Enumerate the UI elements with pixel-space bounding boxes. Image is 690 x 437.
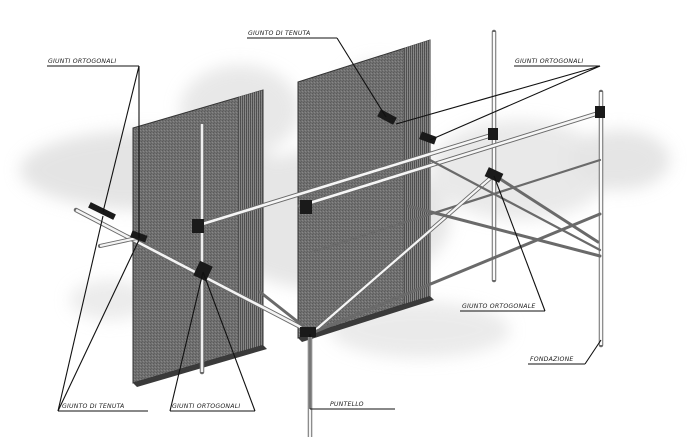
- label-puntello: PUNTELLO: [330, 401, 364, 408]
- callout-labels: GIUNTI ORTOGONALI GIUNTO DI TENUTA GIUNT…: [48, 30, 583, 410]
- label-giunto-di-tenuta-bottom: GIUNTO DI TENUTA: [62, 403, 124, 410]
- label-giunti-ortogonali-right: GIUNTI ORTOGONALI: [515, 58, 583, 65]
- clamp-icon: [595, 106, 605, 118]
- clamp-icon: [484, 167, 504, 183]
- clamp-icon: [300, 200, 312, 214]
- panel-left: [132, 89, 267, 387]
- label-giunto-ortogonale-mid: GIUNTO ORTOGONALE: [462, 303, 536, 310]
- label-giunti-ortogonali-left: GIUNTI ORTOGONALI: [48, 58, 116, 65]
- clamp-icon: [377, 109, 397, 125]
- leader-lines: [47, 37, 602, 412]
- clamp-icon: [488, 128, 498, 140]
- clamp-icon: [300, 327, 316, 337]
- label-giunti-ortogonali-bottom: GIUNTI ORTOGONALI: [172, 403, 240, 410]
- braces: [258, 158, 602, 335]
- clamp-icon: [88, 202, 116, 220]
- label-giunto-di-tenuta-top: GIUNTO DI TENUTA: [248, 30, 310, 37]
- clamp-icon: [193, 260, 213, 282]
- clamp-icon: [419, 131, 437, 145]
- clamps: [88, 106, 605, 337]
- back-standards: [491, 29, 604, 348]
- label-fondazione: FONDAZIONE: [530, 356, 574, 363]
- clamp-icon: [192, 219, 204, 233]
